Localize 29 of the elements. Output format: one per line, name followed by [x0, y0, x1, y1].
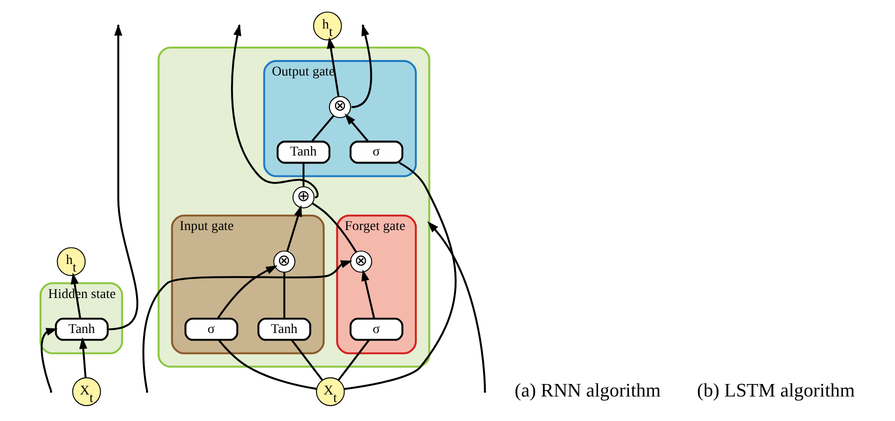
node-box: Tanh — [276, 140, 330, 164]
connector — [311, 115, 334, 142]
node-circle: ⊗ — [350, 250, 372, 273]
label: (b) LSTM algorithm — [697, 380, 855, 402]
node-box: σ — [350, 140, 404, 164]
arrow — [286, 205, 302, 252]
arrow — [344, 113, 369, 142]
node-circle: ⊗ — [328, 96, 352, 118]
connector — [312, 202, 357, 252]
arrow — [142, 260, 352, 391]
arrow — [326, 37, 340, 97]
connector — [302, 162, 304, 186]
node-box: Tanh — [54, 318, 109, 341]
arrow — [361, 269, 376, 319]
node-box: σ — [350, 318, 404, 341]
label: (a) RNN algorithm — [514, 380, 661, 402]
connector — [218, 339, 317, 390]
node-box: Tanh — [257, 318, 312, 341]
node-circle: ⊗ — [273, 250, 296, 273]
arrow — [40, 328, 58, 391]
arrow — [427, 221, 486, 391]
connector — [283, 272, 286, 319]
connector — [290, 339, 324, 381]
node-circle: ⊕ — [292, 186, 315, 208]
connector — [344, 162, 457, 390]
connector — [338, 339, 370, 381]
arrow — [79, 337, 88, 378]
node-box: σ — [184, 318, 238, 341]
arrow — [216, 265, 278, 319]
